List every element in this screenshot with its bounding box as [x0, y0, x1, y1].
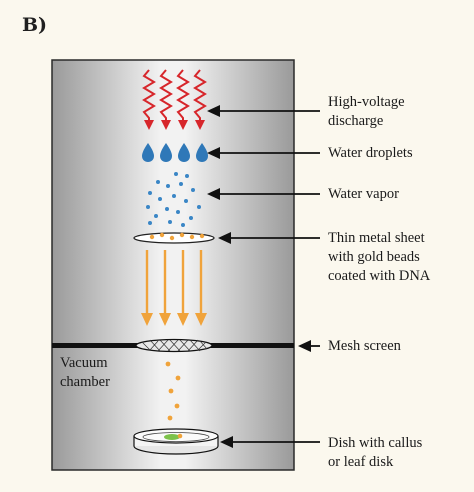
discharge-arrow-4 — [193, 69, 207, 130]
label-dish: Dish with callus or leaf disk — [328, 435, 423, 470]
mesh-screen — [52, 338, 294, 353]
acceleration-arrow — [141, 250, 153, 326]
discharge-arrows — [142, 69, 207, 130]
callout-arrow-mesh — [298, 340, 320, 352]
label-water-vapor: Water vapor — [328, 186, 399, 202]
metal-sheet — [133, 232, 215, 244]
petri-dish — [133, 428, 219, 455]
callout-arrow-dish — [220, 436, 320, 448]
callout-arrow-sheet — [218, 232, 320, 244]
callout-arrow-droplets — [207, 147, 320, 159]
vacuum-chamber — [51, 59, 295, 471]
label-thin-metal-sheet: Thin metal sheet with gold beads coated … — [328, 230, 431, 284]
vacuum-chamber-label: Vacuum chamber — [60, 355, 110, 390]
discharge-arrow-1 — [142, 69, 156, 130]
panel-label: B) — [22, 14, 48, 36]
gold-beads — [149, 232, 205, 241]
callus-tissue — [164, 434, 180, 440]
callout-arrow-discharge — [207, 105, 320, 117]
acceleration-arrow — [159, 250, 171, 326]
discharge-arrow-3 — [176, 69, 190, 130]
acceleration-arrow — [195, 250, 207, 326]
acceleration-arrows — [141, 250, 207, 326]
water-droplets — [142, 143, 208, 162]
discharge-arrow-2 — [159, 69, 173, 130]
water-droplet — [178, 143, 190, 162]
water-droplet — [160, 143, 172, 162]
water-vapor — [146, 172, 201, 227]
acceleration-arrow — [177, 250, 189, 326]
label-water-droplets: Water droplets — [328, 145, 413, 161]
callout-arrow-vapor — [207, 188, 320, 200]
label-mesh-screen: Mesh screen — [328, 338, 401, 354]
falling-gold-beads — [165, 361, 181, 421]
water-droplet — [142, 143, 154, 162]
label-high-voltage-discharge: High-voltage discharge — [328, 94, 405, 129]
callout-arrows — [207, 105, 320, 448]
water-droplet — [196, 143, 208, 162]
